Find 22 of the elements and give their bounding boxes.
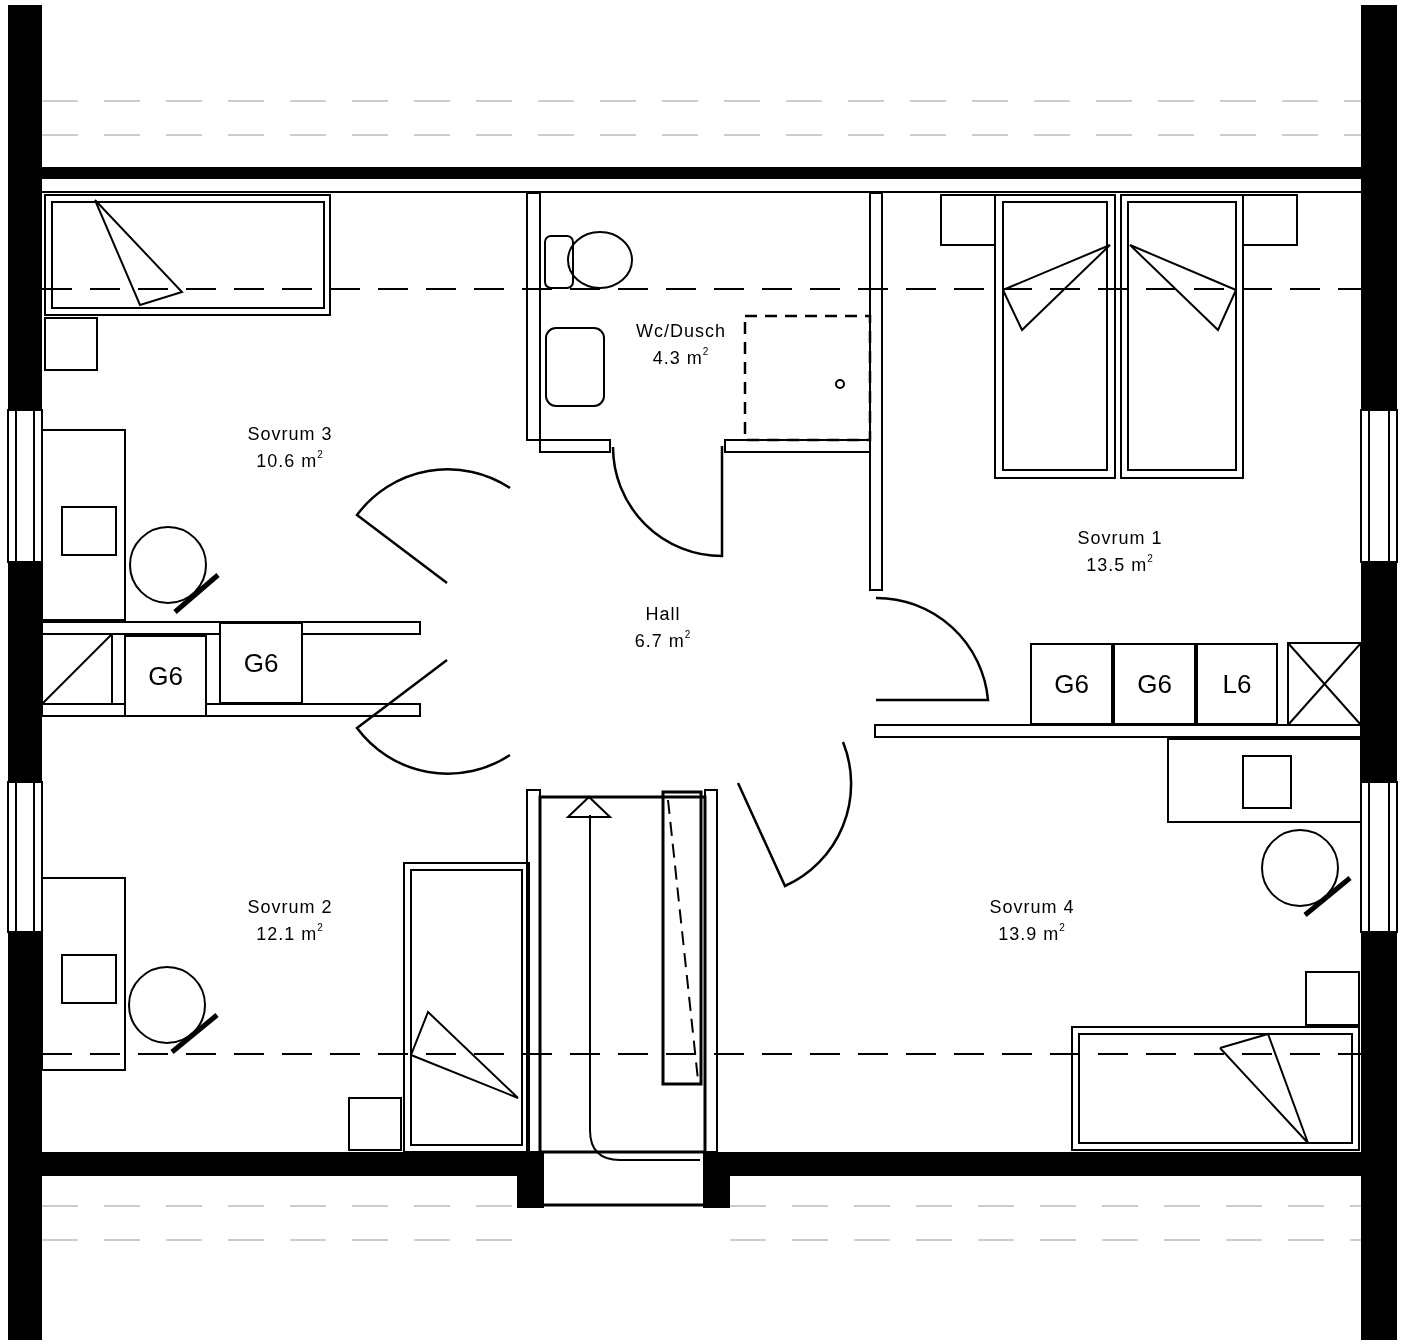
room-area-label: 13.5 m$^{2}$: [1085, 552, 1155, 577]
room-area-label: 6.7 m$^{2}$: [634, 628, 692, 653]
wardrobe: [1113, 643, 1196, 725]
room-name: Hall: [644, 603, 682, 626]
room-name: Sovrum 4: [989, 896, 1075, 919]
wardrobe: [1196, 643, 1278, 725]
room-name: Sovrum 2: [247, 896, 333, 919]
room-name: Sovrum 3: [247, 423, 333, 446]
wardrobe-code: G6: [243, 647, 279, 679]
wardrobe-code: G6: [1054, 668, 1089, 700]
wardrobe-code: L6: [1222, 668, 1252, 700]
wardrobe-code: G6: [148, 660, 183, 692]
wardrobe: [124, 635, 207, 717]
room-area-label: 4.3 m$^{2}$: [651, 345, 711, 370]
wardrobe-code: G6: [1137, 668, 1172, 700]
wardrobe: [1030, 643, 1113, 725]
room-area-label: 10.6 m$^{2}$: [255, 448, 325, 473]
room-name: Sovrum 1: [1077, 527, 1163, 550]
room-name: Wc/Dusch: [636, 320, 726, 343]
wardrobe: [219, 622, 303, 704]
room-area-label: 13.9 m$^{2}$: [997, 921, 1067, 946]
room-area-label: 12.1 m$^{2}$: [255, 921, 325, 946]
